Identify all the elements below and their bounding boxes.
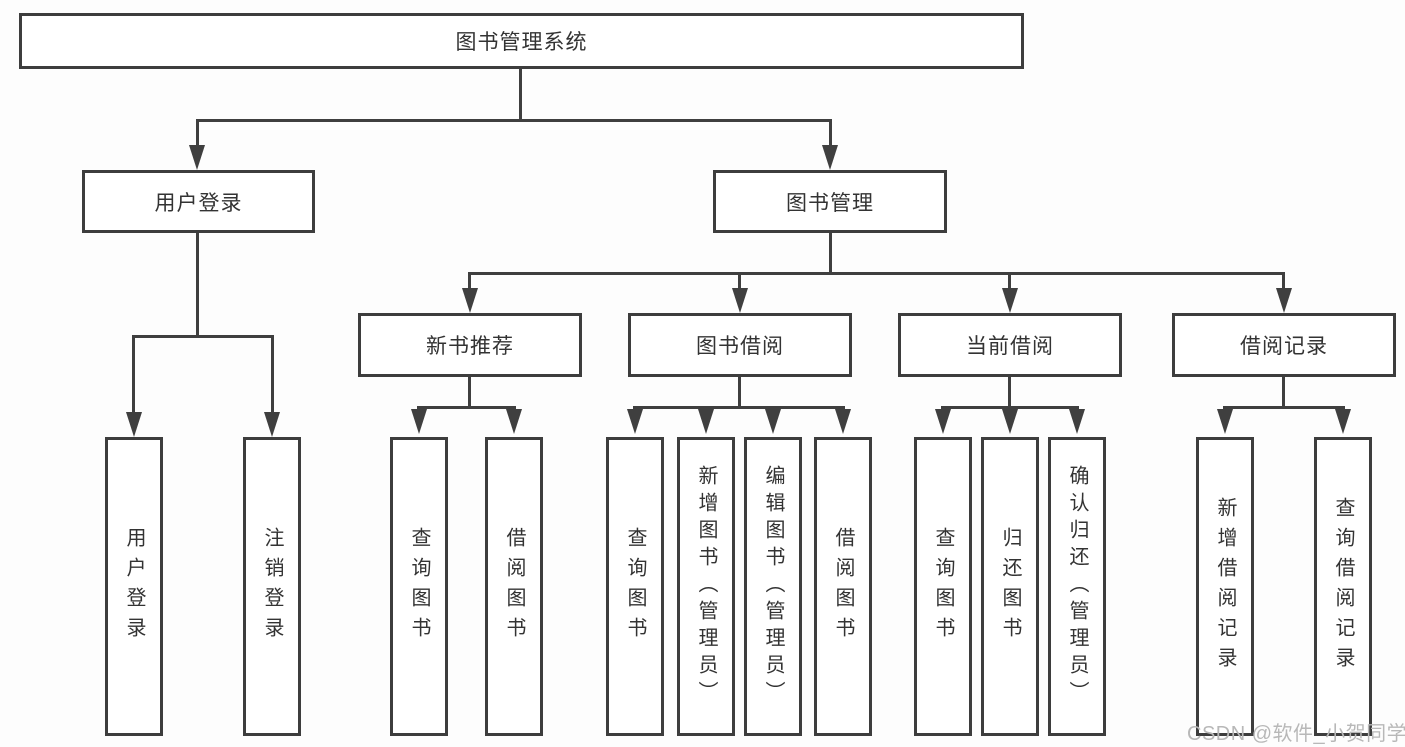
arrow-down-icon — [1069, 409, 1085, 434]
node-book-management: 图书管理 — [713, 170, 947, 233]
connector-level3-stem — [1008, 272, 1011, 290]
arrow-down-icon — [732, 288, 748, 313]
connector-book-mgmt-drop — [829, 233, 832, 275]
arrow-down-icon — [835, 409, 851, 434]
arrow-down-icon — [189, 145, 205, 170]
leaf-records-add-record: 新增借阅记录 — [1196, 437, 1254, 736]
node-borrowing-records-label: 借阅记录 — [1240, 335, 1328, 358]
connector-records-drop — [1282, 377, 1285, 408]
connector-level2-split — [196, 119, 832, 122]
connector-level3-stem — [738, 272, 741, 290]
leaf-borrow-add-books-admin: 新增图书（管理员） — [677, 437, 735, 736]
leaf-borrow-query-books-label: 查询图书 — [624, 526, 646, 647]
leaf-newrec-borrow-books: 借阅图书 — [485, 437, 543, 736]
leaf-current-return-books: 归还图书 — [981, 437, 1039, 736]
leaf-records-add-record-label: 新增借阅记录 — [1214, 496, 1236, 677]
leaf-current-return-books-label: 归还图书 — [999, 526, 1021, 647]
leaf-newrec-query-books: 查询图书 — [390, 437, 448, 736]
arrow-down-icon — [462, 288, 478, 313]
arrow-down-icon — [1002, 288, 1018, 313]
leaf-current-confirm-return-admin-label: 确认归还（管理员） — [1066, 465, 1088, 708]
connector-user-login-stem — [196, 119, 199, 147]
leaf-borrow-borrow-books-label: 借阅图书 — [832, 526, 854, 647]
node-current-borrowing: 当前借阅 — [898, 313, 1122, 377]
connector-level3-stem — [468, 272, 471, 290]
leaf-user-login-label: 用户登录 — [123, 526, 145, 647]
arrow-down-icon — [1335, 409, 1351, 434]
connector-leaf-stem — [271, 335, 274, 414]
connector-leaf-stem — [132, 335, 135, 414]
leaf-borrow-edit-books-admin-label: 编辑图书（管理员） — [762, 465, 784, 708]
node-borrowing-records: 借阅记录 — [1172, 313, 1396, 377]
node-new-book-recommend-label: 新书推荐 — [426, 335, 514, 358]
leaf-borrow-borrow-books: 借阅图书 — [814, 437, 872, 736]
arrow-down-icon — [1002, 409, 1018, 434]
arrow-down-icon — [1276, 288, 1292, 313]
connector-level3-split — [468, 272, 1285, 275]
node-root: 图书管理系统 — [19, 13, 1024, 69]
node-book-management-label: 图书管理 — [786, 191, 874, 215]
leaf-borrow-edit-books-admin: 编辑图书（管理员） — [744, 437, 802, 736]
arrow-down-icon — [411, 409, 427, 434]
leaf-logout-label: 注销登录 — [261, 526, 283, 647]
arrow-down-icon — [822, 145, 838, 170]
arrow-down-icon — [264, 412, 280, 437]
node-book-borrowing-label: 图书借阅 — [696, 335, 784, 358]
csdn-watermark: CSDN @软件_小贺同学 — [1187, 723, 1405, 745]
node-new-book-recommend: 新书推荐 — [358, 313, 582, 377]
leaf-borrow-add-books-admin-label: 新增图书（管理员） — [695, 465, 717, 708]
connector-book-mgmt-stem — [829, 119, 832, 147]
leaf-current-query-books: 查询图书 — [914, 437, 972, 736]
node-user-login-label: 用户登录 — [154, 191, 243, 215]
connector-borrow-drop — [738, 377, 741, 408]
node-root-label: 图书管理系统 — [455, 31, 588, 54]
connector-user-login-drop — [196, 233, 199, 337]
connector-newrec-split — [417, 406, 516, 409]
leaf-newrec-query-books-label: 查询图书 — [408, 526, 430, 647]
arrow-down-icon — [126, 412, 142, 437]
arrow-down-icon — [627, 409, 643, 434]
leaf-current-confirm-return-admin: 确认归还（管理员） — [1048, 437, 1106, 736]
leaf-records-query-record: 查询借阅记录 — [1314, 437, 1372, 736]
arrow-down-icon — [1217, 409, 1233, 434]
connector-records-split — [1223, 406, 1345, 409]
leaf-borrow-query-books: 查询图书 — [606, 437, 664, 736]
connector-current-split — [941, 406, 1079, 409]
connector-level3-stem — [1282, 272, 1285, 290]
arrow-down-icon — [506, 409, 522, 434]
leaf-newrec-borrow-books-label: 借阅图书 — [503, 526, 525, 647]
node-user-login: 用户登录 — [82, 170, 315, 233]
leaf-records-query-record-label: 查询借阅记录 — [1332, 496, 1354, 677]
connector-user-login-split — [132, 335, 274, 338]
arrow-down-icon — [935, 409, 951, 434]
connector-current-drop — [1008, 377, 1011, 408]
arrow-down-icon — [765, 409, 781, 434]
arrow-down-icon — [698, 409, 714, 434]
node-current-borrowing-label: 当前借阅 — [966, 335, 1054, 358]
node-book-borrowing: 图书借阅 — [628, 313, 852, 377]
connector-root-drop — [519, 69, 522, 121]
leaf-current-query-books-label: 查询图书 — [932, 526, 954, 647]
leaf-user-login: 用户登录 — [105, 437, 163, 736]
connector-borrow-split — [633, 406, 845, 409]
connector-newrec-drop — [468, 377, 471, 408]
leaf-logout: 注销登录 — [243, 437, 301, 736]
